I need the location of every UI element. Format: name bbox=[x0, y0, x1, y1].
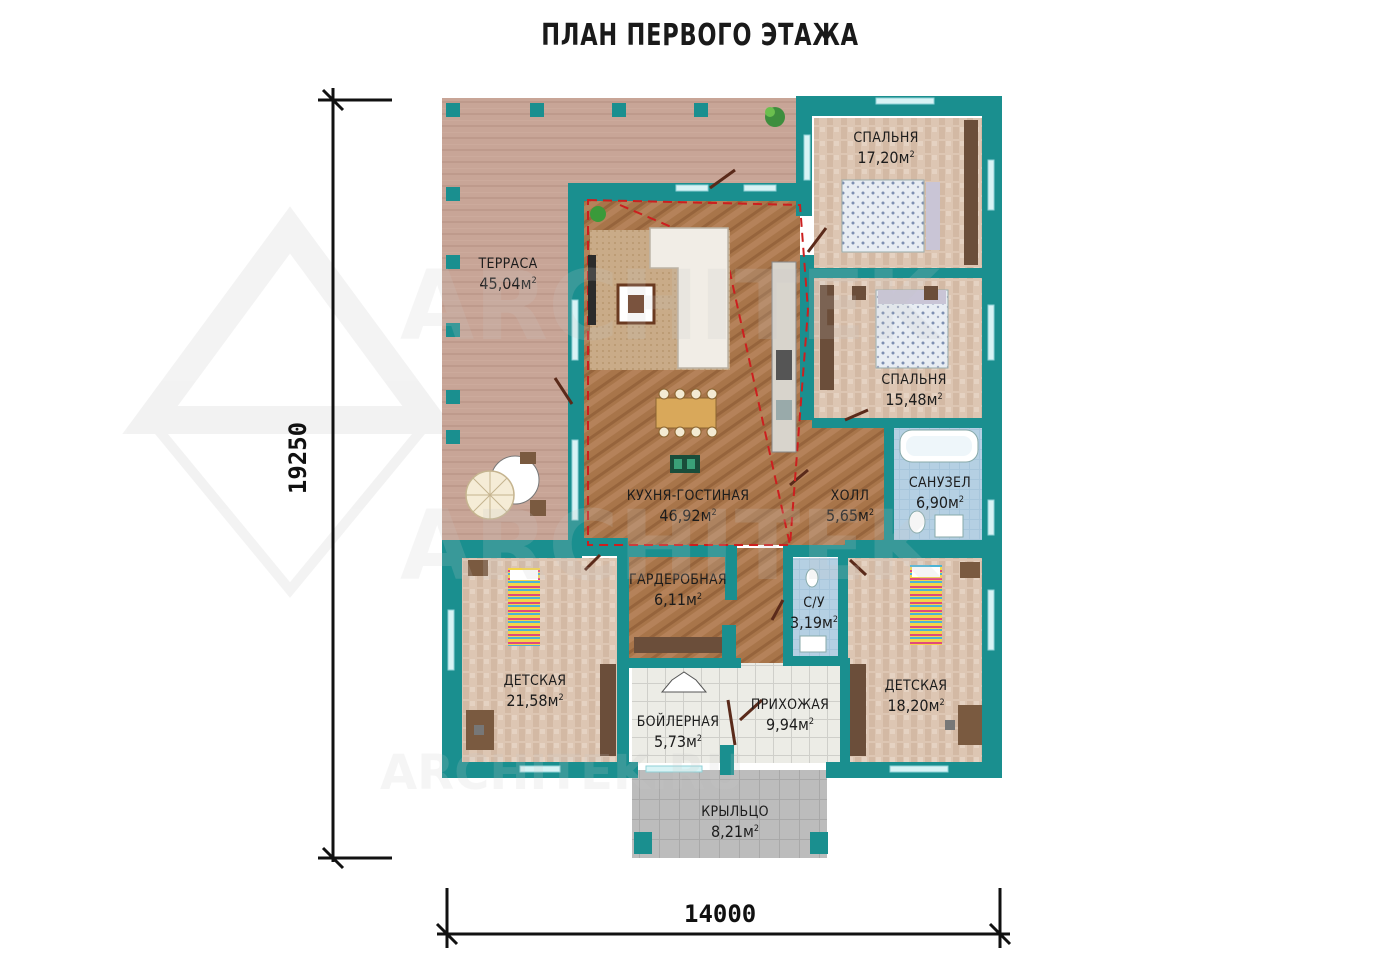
room-label-boiler: БОЙЛЕРНАЯ 5,73м2 bbox=[636, 714, 720, 751]
terrace-furniture bbox=[465, 107, 785, 520]
room-label-kids-left: ДЕТСКАЯ 21,58м2 bbox=[503, 673, 567, 710]
bath-fixtures bbox=[799, 429, 979, 653]
living-furniture bbox=[588, 206, 797, 473]
watermark-logo bbox=[122, 206, 458, 598]
room-label-kids-right: ДЕТСКАЯ 18,20м2 bbox=[884, 678, 948, 715]
room-label-wardrobe: ГАРДЕРОБНАЯ 6,11м2 bbox=[629, 572, 727, 609]
dimension-horizontal bbox=[435, 888, 1012, 948]
dimension-vertical bbox=[318, 88, 392, 870]
kitchen-zone-outline bbox=[587, 198, 810, 546]
room-label-hall: ХОЛЛ 5,65м2 bbox=[825, 488, 875, 525]
room-label-wc: С/У 3,19м2 bbox=[789, 595, 839, 632]
room-label-porch: КРЫЛЬЦО 8,21м2 bbox=[701, 804, 769, 841]
room-label-bathroom: САНУЗЕЛ 6,90м2 bbox=[908, 475, 972, 512]
room-label-bedroom-2: СПАЛЬНЯ 15,48м2 bbox=[881, 372, 947, 409]
wardrobe-furniture bbox=[634, 637, 722, 693]
room-label-entrance: ПРИХОЖАЯ 9,94м2 bbox=[750, 697, 830, 734]
kitchen-zone-diagonal bbox=[619, 204, 791, 546]
room-label-kitchen-living: КУХНЯ-ГОСТИНАЯ 46,92м2 bbox=[626, 488, 750, 525]
kids-furniture bbox=[466, 560, 982, 756]
room-label-bedroom-1: СПАЛЬНЯ 17,20м2 bbox=[853, 130, 919, 167]
doors bbox=[553, 168, 869, 746]
windows bbox=[447, 97, 995, 773]
dimension-height-label: 19250 bbox=[284, 421, 313, 495]
plan-title: ПЛАН ПЕРВОГО ЭТАЖА bbox=[541, 18, 859, 53]
room-label-terrace: ТЕРРАСА 45,04м2 bbox=[478, 256, 538, 293]
bedroom-furniture bbox=[820, 120, 978, 390]
dimension-width-label: 14000 bbox=[684, 900, 757, 928]
